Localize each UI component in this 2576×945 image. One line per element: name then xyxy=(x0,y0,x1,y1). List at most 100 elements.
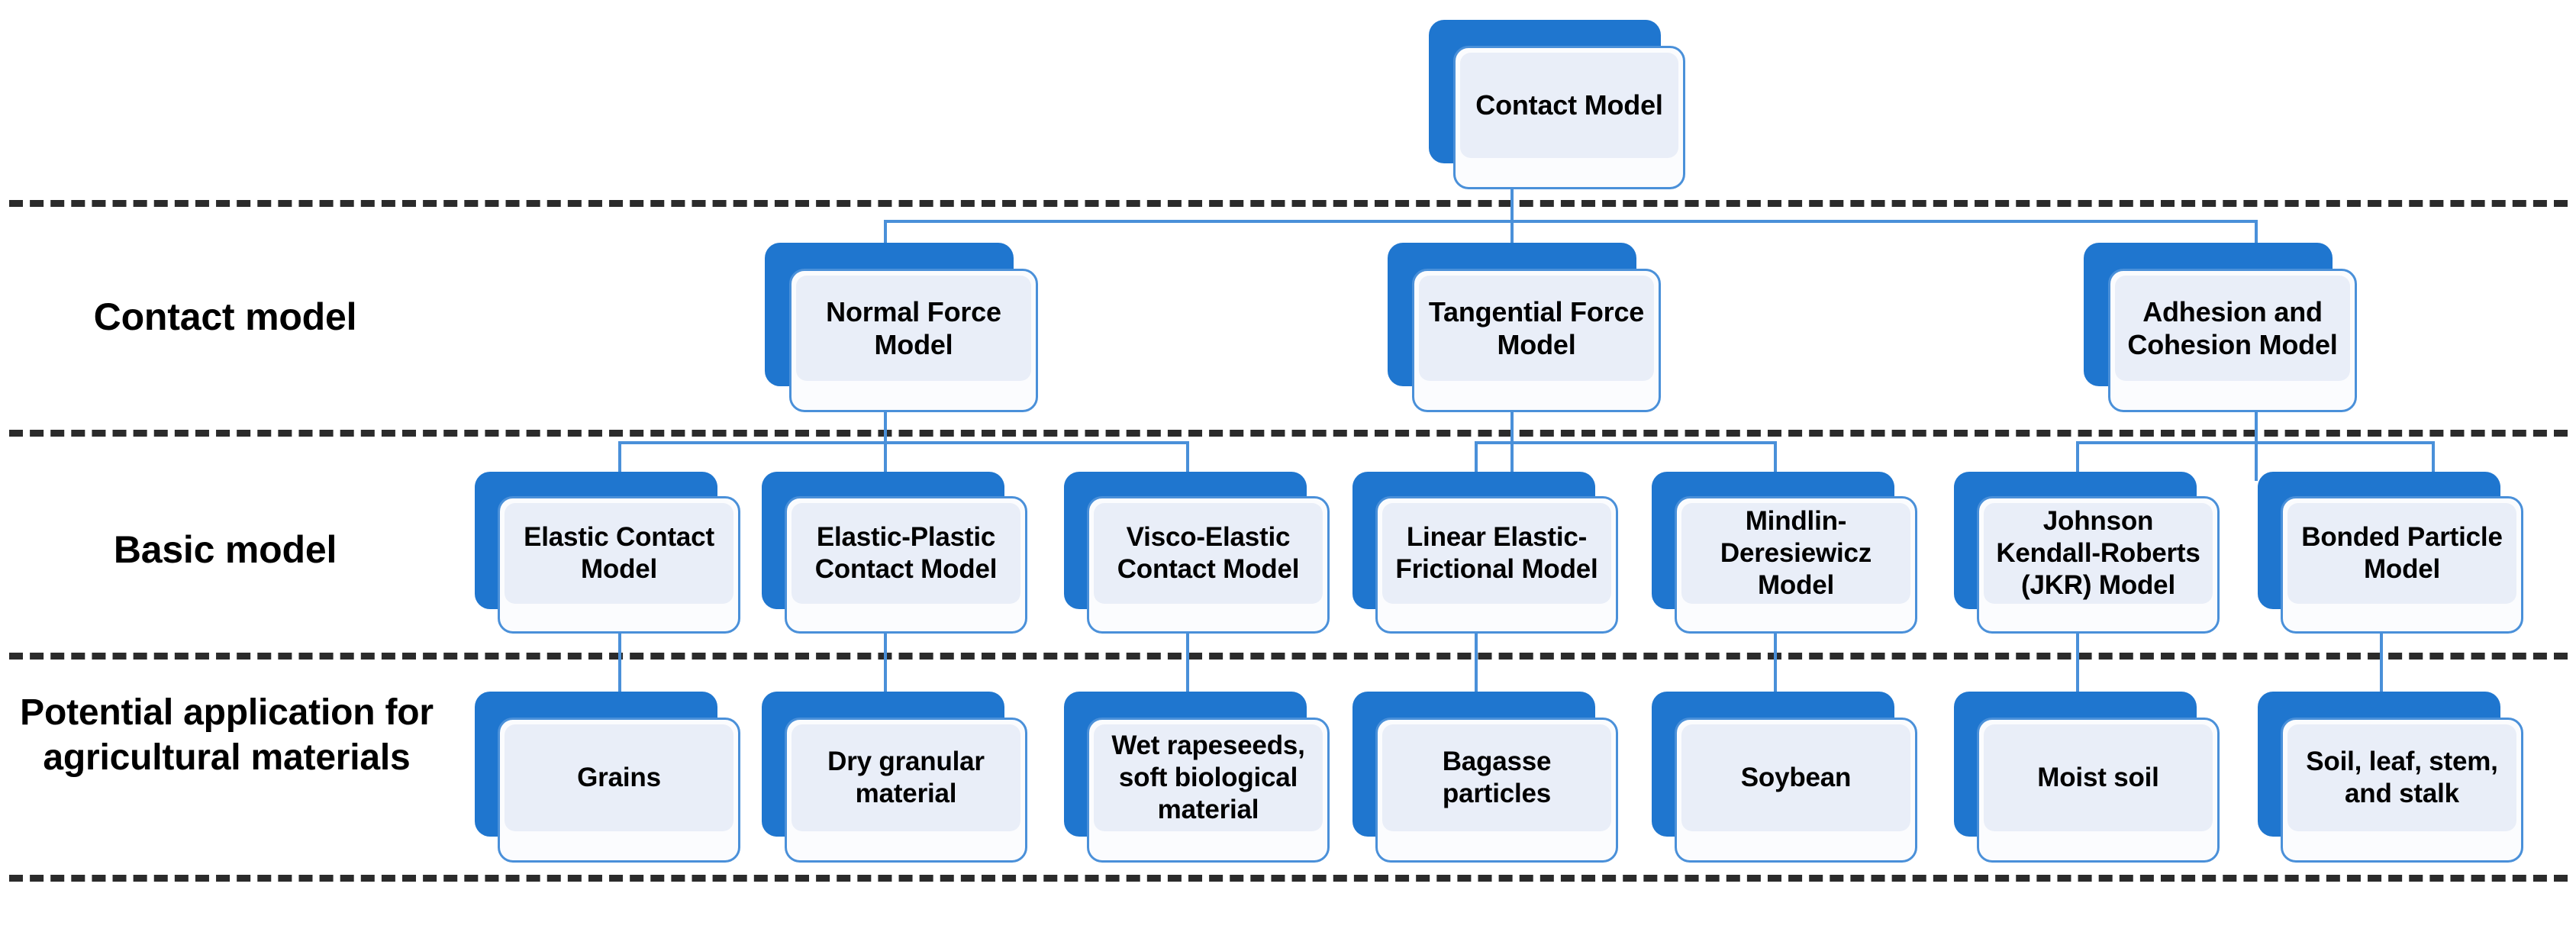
node-card: Wet rapeseeds, soft biological material xyxy=(1087,718,1330,863)
node-card: Johnson Kendall-Roberts (JKR) Model xyxy=(1977,496,2220,634)
node-linear-elastic-frictional-model[interactable]: Linear Elastic- Frictional Model xyxy=(1352,472,1618,634)
connector-drop-johnson-kendall-roberts-jkr-model xyxy=(2076,441,2079,481)
node-label: Linear Elastic- Frictional Model xyxy=(1395,522,1598,584)
node-label: Bonded Particle Model xyxy=(2301,522,2503,584)
node-card: Visco-Elastic Contact Model xyxy=(1087,496,1330,634)
connector-drop-bonded-particle-model xyxy=(2432,441,2435,481)
node-inner: Adhesion and Cohesion Model xyxy=(2115,276,2350,381)
node-inner: Soybean xyxy=(1681,724,1910,831)
node-mindlin-deresiewicz-model[interactable]: Mindlin- Deresiewicz Model xyxy=(1652,472,1917,634)
node-label: Bagasse particles xyxy=(1442,747,1552,808)
node-label: Johnson Kendall-Roberts (JKR) Model xyxy=(1996,506,2200,600)
separator-line-2 xyxy=(9,430,2568,437)
node-label: Dry granular material xyxy=(827,747,985,808)
node-label: Soybean xyxy=(1740,763,1852,792)
node-label: Moist soil xyxy=(2037,763,2159,792)
node-inner: Visco-Elastic Contact Model xyxy=(1094,503,1323,604)
node-card: Bonded Particle Model xyxy=(2281,496,2523,634)
connector-bus-normal-force-model xyxy=(618,441,1189,444)
node-visco-elastic-contact-model[interactable]: Visco-Elastic Contact Model xyxy=(1064,472,1330,634)
connector-elastic-plastic-contact-model-to-dry-granular-material xyxy=(884,624,887,701)
node-label: Soil, leaf, stem, and stalk xyxy=(2306,747,2498,808)
node-card: Soybean xyxy=(1675,718,1917,863)
connector-visco-elastic-contact-model-to-wet-rapeseeds xyxy=(1186,624,1189,701)
node-card: Soil, leaf, stem, and stalk xyxy=(2281,718,2523,863)
node-bonded-particle-model[interactable]: Bonded Particle Model xyxy=(2258,472,2523,634)
node-card: Contact Model xyxy=(1453,46,1685,189)
node-card: Tangential Force Model xyxy=(1412,269,1661,412)
node-inner: Johnson Kendall-Roberts (JKR) Model xyxy=(1984,503,2213,604)
connector-bus-level1 xyxy=(884,220,2258,223)
connector-bonded-particle-model-to-soil-leaf-stem-and-stalk xyxy=(2380,624,2383,701)
node-normal-force-model[interactable]: Normal Force Model xyxy=(765,243,1038,412)
node-card: Grains xyxy=(498,718,740,863)
node-contact-model[interactable]: Contact Model xyxy=(1429,20,1685,189)
node-inner: Linear Elastic- Frictional Model xyxy=(1382,503,1611,604)
connector-linear-elastic-frictional-model-to-bagasse-particles xyxy=(1475,624,1478,701)
node-inner: Contact Model xyxy=(1460,53,1678,158)
connector-stem-adhesion-and-cohesion-model xyxy=(2255,397,2258,481)
node-tangential-force-model[interactable]: Tangential Force Model xyxy=(1388,243,1661,412)
node-label: Elastic-Plastic Contact Model xyxy=(814,522,998,584)
node-bagasse-particles[interactable]: Bagasse particles xyxy=(1352,692,1618,863)
node-inner: Bonded Particle Model xyxy=(2287,503,2516,604)
node-card: Moist soil xyxy=(1977,718,2220,863)
connector-drop-elastic-plastic-contact-model xyxy=(884,441,887,481)
node-label: Adhesion and Cohesion Model xyxy=(2127,295,2338,360)
node-johnson-kendall-roberts-jkr-model[interactable]: Johnson Kendall-Roberts (JKR) Model xyxy=(1954,472,2220,634)
node-soybean[interactable]: Soybean xyxy=(1652,692,1917,863)
node-card: Dry granular material xyxy=(785,718,1027,863)
connector-bus-tangential-force-model xyxy=(1475,441,1777,444)
connector-drop-visco-elastic-contact-model xyxy=(1186,441,1189,481)
node-label: Contact Model xyxy=(1475,89,1663,121)
node-inner: Elastic-Plastic Contact Model xyxy=(791,503,1020,604)
node-label: Elastic Contact Model xyxy=(524,522,714,584)
node-inner: Mindlin- Deresiewicz Model xyxy=(1681,503,1910,604)
node-card: Normal Force Model xyxy=(789,269,1038,412)
node-elastic-plastic-contact-model[interactable]: Elastic-Plastic Contact Model xyxy=(762,472,1027,634)
separator-line-4 xyxy=(9,875,2568,882)
node-wet-rapeseeds-soft-biological-material[interactable]: Wet rapeseeds, soft biological material xyxy=(1064,692,1330,863)
node-label: Mindlin- Deresiewicz Model xyxy=(1720,506,1872,600)
connector-stem-normal-force-model xyxy=(884,397,887,481)
node-inner: Soil, leaf, stem, and stalk xyxy=(2287,724,2516,831)
node-inner: Dry granular material xyxy=(791,724,1020,831)
node-label: Grains xyxy=(577,763,661,792)
separator-line-1 xyxy=(9,200,2568,207)
node-inner: Moist soil xyxy=(1984,724,2213,831)
connector-elastic-contact-model-to-grains xyxy=(618,624,621,701)
node-card: Adhesion and Cohesion Model xyxy=(2108,269,2357,412)
node-inner: Elastic Contact Model xyxy=(505,503,733,604)
row-label-basic-model: Basic model xyxy=(113,528,337,571)
node-inner: Tangential Force Model xyxy=(1419,276,1654,381)
node-label: Wet rapeseeds, soft biological material xyxy=(1111,731,1305,824)
node-inner: Grains xyxy=(505,724,733,831)
row-label-potential-application: Potential application for agricultural m… xyxy=(20,692,434,778)
connector-drop-mindlin-deresiewicz-model xyxy=(1774,441,1777,481)
connector-bus-adhesion-and-cohesion-model xyxy=(2076,441,2435,444)
separator-line-3 xyxy=(9,653,2568,660)
node-adhesion-and-cohesion-model[interactable]: Adhesion and Cohesion Model xyxy=(2084,243,2357,412)
node-card: Linear Elastic- Frictional Model xyxy=(1375,496,1618,634)
connector-drop-linear-elastic-frictional-model xyxy=(1475,441,1478,481)
node-label: Normal Force Model xyxy=(826,295,1001,360)
node-dry-granular-material[interactable]: Dry granular material xyxy=(762,692,1027,863)
node-moist-soil[interactable]: Moist soil xyxy=(1954,692,2220,863)
row-label-contact-model: Contact model xyxy=(93,295,357,338)
connector-stem-tangential-force-model xyxy=(1510,397,1514,481)
node-card: Bagasse particles xyxy=(1375,718,1618,863)
node-elastic-contact-model[interactable]: Elastic Contact Model xyxy=(475,472,740,634)
connector-mindlin-deresiewicz-model-to-soybean xyxy=(1774,624,1777,701)
connector-drop-elastic-contact-model xyxy=(618,441,621,481)
connector-root-stem xyxy=(1510,168,1514,223)
node-grains[interactable]: Grains xyxy=(475,692,740,863)
node-label: Tangential Force Model xyxy=(1428,295,1645,360)
node-card: Mindlin- Deresiewicz Model xyxy=(1675,496,1917,634)
node-soil-leaf-stem-and-stalk[interactable]: Soil, leaf, stem, and stalk xyxy=(2258,692,2523,863)
node-inner: Normal Force Model xyxy=(796,276,1031,381)
connector-jkr-model-to-moist-soil xyxy=(2076,624,2079,701)
node-card: Elastic-Plastic Contact Model xyxy=(785,496,1027,634)
node-inner: Bagasse particles xyxy=(1382,724,1611,831)
node-card: Elastic Contact Model xyxy=(498,496,740,634)
